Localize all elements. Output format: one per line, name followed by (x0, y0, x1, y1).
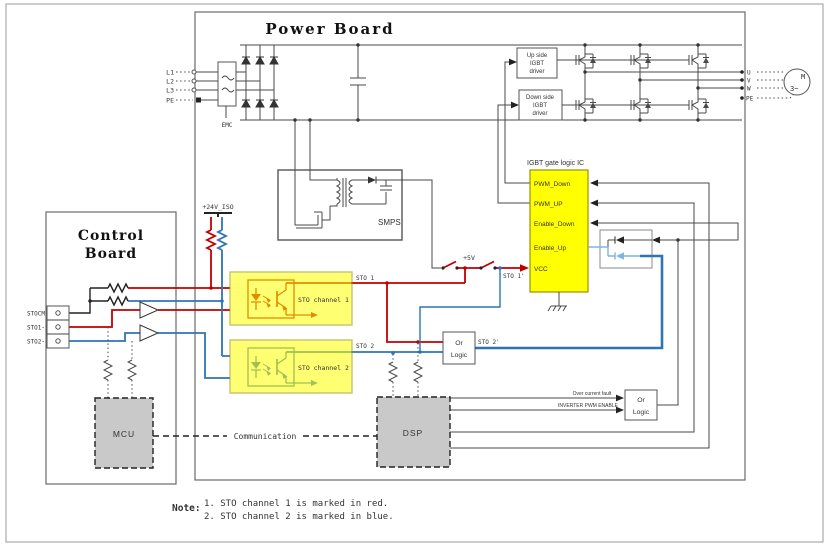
terminal-l2 (191, 78, 197, 84)
dsp-block (376, 396, 451, 468)
gate-logic-ic: IGBT gate logic IC PWM_Down PWM_UP Enabl… (527, 160, 589, 312)
communication-label: Communication (234, 432, 297, 441)
down-driver-line2: IGBT (533, 103, 547, 109)
gate-ic-title: IGBT gate logic IC (527, 160, 584, 167)
emc-label: EMC (222, 122, 233, 129)
buffer-1 (139, 301, 160, 319)
gate-ic-body (529, 169, 589, 293)
terminal-l1 (191, 69, 197, 75)
mcu-block (94, 397, 154, 469)
sto-channel2-box (229, 339, 353, 394)
motor-output: U V W PE M 3~ (740, 68, 811, 103)
ac-input-l3-label: L3 (166, 87, 174, 95)
power-board-outline (194, 11, 746, 481)
ac-input-pe-label: PE (166, 97, 174, 105)
control-board-outline (45, 211, 177, 485)
diode-or-outline (599, 229, 653, 269)
buffer-2 (139, 324, 160, 342)
iso-24v-label: +24V_ISO (202, 203, 233, 211)
enable-diode-or-box (599, 229, 653, 269)
down-driver-box (518, 89, 563, 121)
page-frame (5, 3, 824, 543)
or-logic-sto2: Or Logic (442, 331, 476, 365)
output-u-label: U (747, 70, 751, 77)
sto-channel2-label: STO channel 2 (298, 364, 349, 372)
sto2-net-label: STO 2 (356, 343, 374, 350)
over-current-fault-label: Over current fault (573, 391, 612, 397)
ac-input-section: L1 L2 L3 PE EMC (166, 61, 274, 129)
up-driver-box (516, 47, 558, 79)
control-board-title-1: Control (78, 228, 144, 244)
sto-channel-boxes: STO channel 1 STO channel 2 (229, 271, 353, 394)
motor-circle (783, 68, 811, 96)
ground-symbol (547, 305, 568, 312)
inverter-pwm-enable-label: INVERTER PWM ENABLE (558, 403, 619, 409)
enable-diode-black (616, 236, 624, 244)
up-driver-line2: IGBT (530, 61, 544, 67)
output-w-label: W (747, 86, 751, 93)
or-logic-enable-line1: Or (637, 397, 645, 404)
or-logic-sto2-line2: Logic (451, 352, 468, 359)
ac-input-l2-label: L2 (166, 78, 174, 86)
output-v-label: V (747, 78, 751, 85)
note-line2: 2. STO channel 2 is marked in blue. (204, 512, 394, 522)
sto1-net-label: STO 1 (356, 275, 374, 282)
output-pe-label: PE (746, 96, 754, 103)
dc-link-capacitor (350, 45, 366, 120)
inverter-bridge (569, 43, 742, 122)
pin-pwm-up: PWM_UP (534, 201, 563, 208)
sto-connector: STOCM STO1- STO2- (27, 305, 70, 349)
up-driver-line1: Up side (527, 53, 548, 59)
igbt-drivers: Up side IGBT driver Down side IGBT drive… (497, 47, 683, 204)
sto1-prime-arrow (520, 264, 529, 272)
up-driver-line3: driver (529, 69, 544, 75)
terminal-l3 (191, 87, 197, 93)
motor-phases: 3~ (790, 85, 798, 93)
communication-label-bg (227, 429, 303, 442)
feedback-wiring (450, 179, 739, 449)
rectifier-dc-bus (240, 43, 742, 170)
or-logic-sto2-line1: Or (455, 340, 463, 347)
pin-enable-up: Enable_Up (534, 245, 567, 252)
motor-letter: M (801, 73, 805, 81)
down-driver-line3: driver (532, 111, 547, 117)
connector-pin2-label: STO1- (27, 325, 45, 332)
note-line1: 1. STO channel 1 is marked in red. (204, 499, 388, 509)
control-board-internals (69, 283, 160, 398)
mcu-label: MCU (113, 429, 135, 439)
or-logic-sto2-box (442, 331, 476, 365)
terminal-pe (196, 97, 201, 103)
v5-feed-wire (402, 179, 441, 269)
pin-enable-down: Enable_Down (534, 221, 575, 228)
or-logic-enable-line2: Logic (633, 409, 650, 416)
v5-label: +5V (463, 254, 475, 262)
emc-filter-box (217, 61, 237, 107)
power-board-title: Power Board (265, 20, 394, 38)
smps-block: SMPS (277, 169, 403, 241)
down-driver-line1: Down side (526, 95, 555, 101)
pin-pwm-down: PWM_Down (534, 181, 571, 188)
smps-outline (277, 169, 403, 241)
smps-label: SMPS (378, 218, 401, 227)
note-title: Note: (172, 503, 201, 514)
connector-pin1-label: STOCM (27, 311, 45, 318)
ac-input-l1-label: L1 (166, 69, 174, 77)
sto-channel1-box (229, 271, 353, 326)
smps-mosfet (296, 211, 323, 229)
control-board-title-2: Board (85, 246, 137, 262)
pin-vcc: VCC (534, 266, 548, 273)
or-logic-enable: Over current fault INVERTER PWM ENABLE O… (450, 389, 658, 421)
sto2-prime-label: STO 2' (478, 339, 500, 346)
sto-channel1-label: STO channel 1 (298, 296, 349, 304)
or-logic-enable-box (624, 389, 658, 421)
emc-symbol (221, 75, 235, 93)
note-block: Note: 1. STO channel 1 is marked in red.… (172, 499, 394, 522)
sto2-prime-wire (475, 254, 664, 350)
dsp-label: DSP (403, 428, 423, 438)
iso-24v-rail (204, 212, 232, 217)
connector-pin3-label: STO2- (27, 339, 45, 346)
enable-up-light-wire (588, 246, 640, 260)
sto1-prime-label: STO 1' (503, 273, 525, 280)
